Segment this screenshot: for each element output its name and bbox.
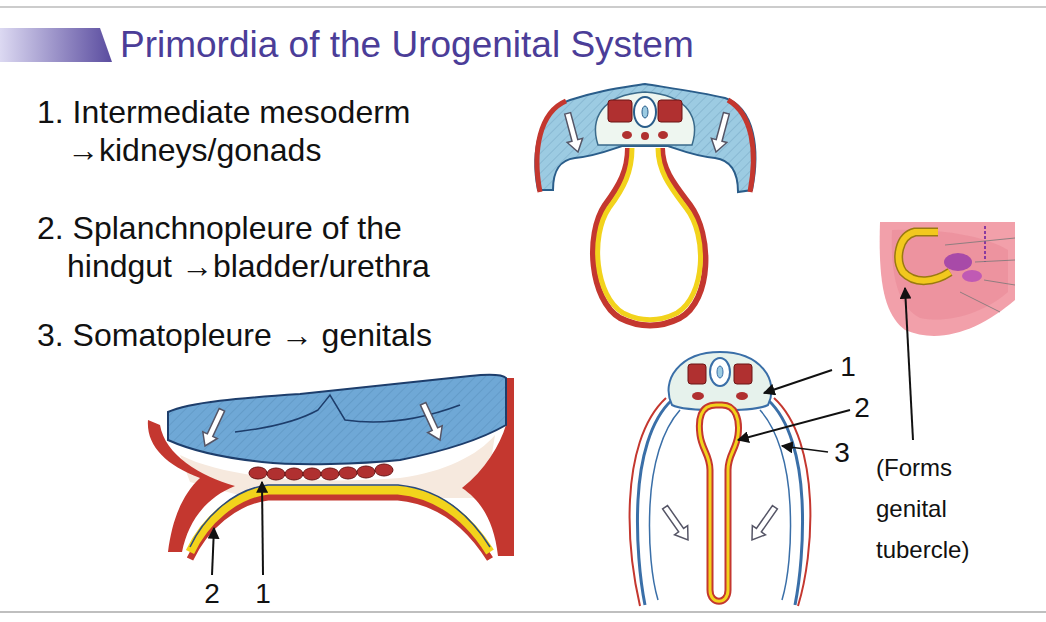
- hindgut: [962, 270, 982, 282]
- endoderm: [598, 148, 701, 320]
- notochord: [641, 132, 649, 140]
- bottom-rule: [0, 611, 1046, 613]
- fold-arrow: [416, 400, 447, 443]
- somatopleure: [649, 410, 680, 600]
- intermediate-mesoderm: [692, 392, 704, 400]
- leader-line: [262, 482, 263, 575]
- neural-canal: [717, 366, 723, 378]
- fold-arrow: [745, 503, 781, 545]
- neural-canal: [642, 106, 648, 118]
- intermediate-mesoderm: [736, 392, 748, 400]
- somite: [658, 100, 682, 122]
- intermediate-mesoderm: [303, 468, 321, 480]
- embryo-section-folded: [630, 352, 850, 606]
- leader-line: [212, 528, 214, 575]
- endoderm: [190, 490, 490, 552]
- endoderm: [699, 405, 738, 601]
- note-text: (Forms genital tubercle): [876, 447, 1016, 570]
- intermediate-mesoderm: [658, 131, 668, 139]
- leader-line: [975, 260, 1015, 262]
- intermediate-mesoderm: [321, 468, 339, 480]
- cloaca-inset: [880, 222, 1015, 440]
- leader-line: [738, 410, 850, 440]
- title-tab: [0, 28, 112, 62]
- intermediate-mesoderm: [357, 466, 375, 478]
- ectoderm-edge: [537, 101, 566, 192]
- gut-wall: [593, 148, 705, 326]
- fold-arrow: [198, 406, 229, 449]
- fold-arrow: [560, 111, 586, 154]
- cloaca-outline: [899, 232, 950, 281]
- endoderm-outline: [190, 485, 490, 547]
- leader-line: [905, 288, 913, 440]
- intermediate-mesoderm: [339, 467, 357, 479]
- mesoderm-band: [168, 375, 506, 464]
- fold-arrow: [708, 111, 734, 154]
- fold-arrow: [659, 503, 695, 545]
- leader-line: [984, 280, 1015, 285]
- ectoderm-edge: [728, 100, 753, 192]
- callout-number: 2: [204, 580, 220, 608]
- ectoderm: [630, 398, 666, 606]
- callout-number: 1: [840, 353, 856, 381]
- somatopleure: [760, 410, 791, 600]
- callout-number: 1: [255, 580, 271, 608]
- intermediate-mesoderm: [622, 131, 632, 139]
- bullet-item: 1. Intermediate mesoderm →kidneys/gonads: [37, 93, 467, 169]
- neural-tube: [634, 97, 656, 127]
- neural-tube: [710, 358, 730, 386]
- embryo-section-early: [535, 84, 755, 326]
- embryo-tail: [880, 222, 1015, 336]
- callout-number: 3: [834, 439, 850, 467]
- callout-number: 2: [854, 394, 870, 422]
- urogenital-sinus: [944, 253, 972, 271]
- intermediate-mesoderm: [285, 468, 303, 480]
- mesenchyme: [595, 92, 694, 145]
- leader-line: [782, 446, 828, 452]
- leader-line: [960, 292, 1000, 312]
- slide-title: Primordia of the Urogenital System: [120, 23, 694, 67]
- somite: [688, 364, 706, 384]
- intermediate-mesoderm: [375, 464, 393, 476]
- gut-wall: [699, 405, 738, 601]
- top-rule: [0, 6, 1046, 8]
- intermediate-mesoderm: [249, 467, 267, 479]
- bullet-item: 3. Somatopleure → genitals: [37, 316, 467, 354]
- embryo-longitudinal-section: [148, 375, 514, 575]
- cloaca: [899, 232, 950, 281]
- mesoderm-hatching: [168, 375, 506, 464]
- leader-line: [764, 370, 832, 393]
- intermediate-mesoderm: [267, 468, 285, 480]
- mesenchyme: [892, 230, 1008, 320]
- somite: [608, 100, 632, 122]
- somite: [734, 364, 752, 384]
- bullet-item: 2. Splanchnopleure of the hindgut →bladd…: [37, 209, 467, 285]
- allantois: [984, 226, 986, 262]
- leader-line: [945, 238, 1015, 245]
